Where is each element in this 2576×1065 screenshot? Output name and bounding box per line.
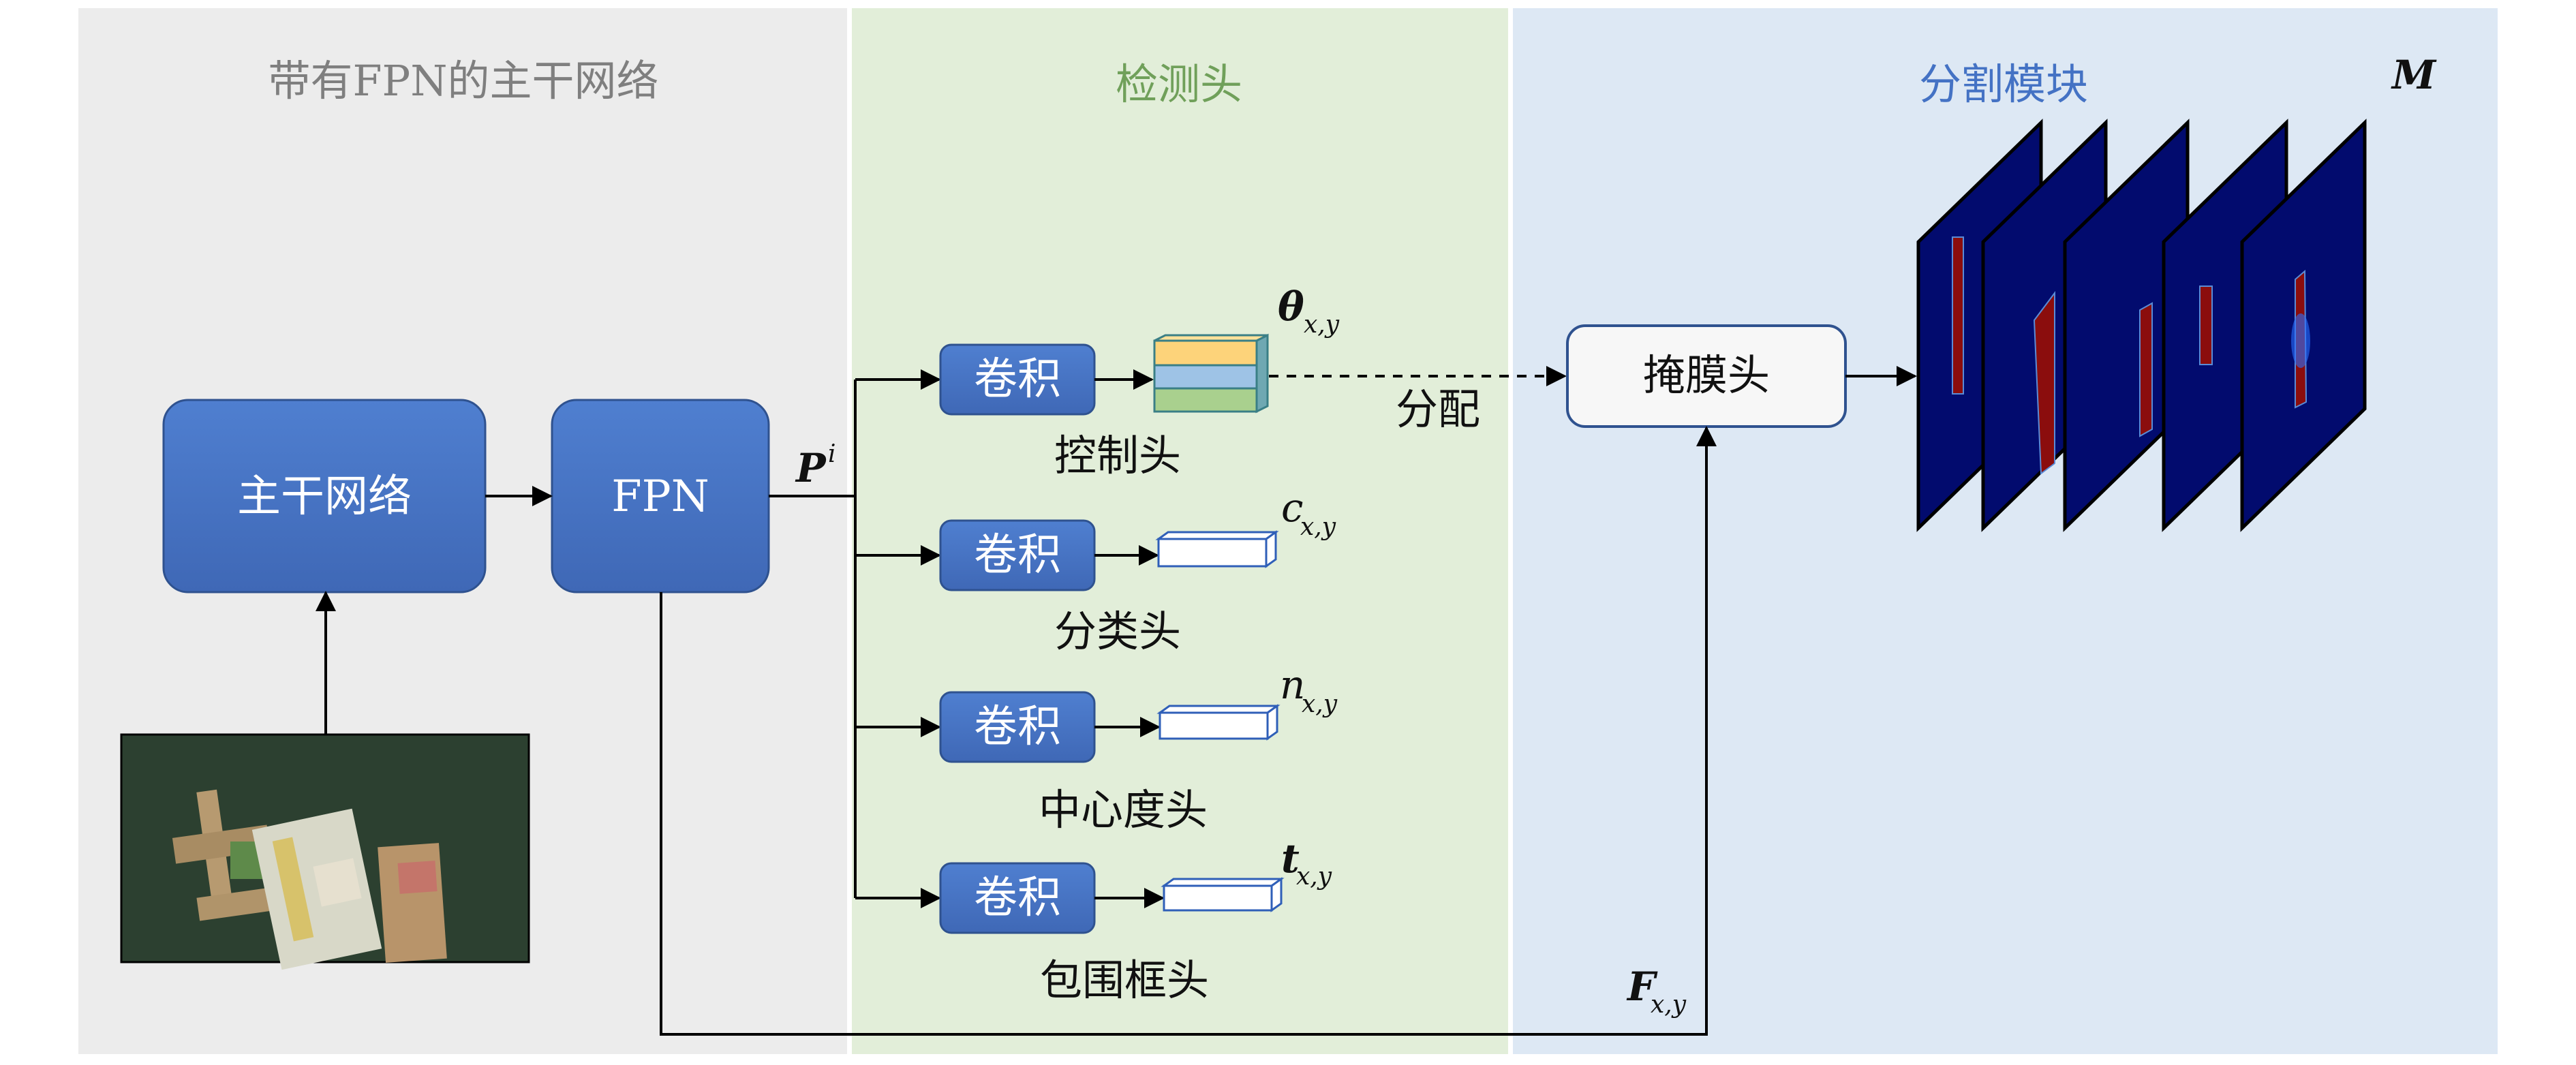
box-head-label: 包围框头: [1040, 955, 1209, 1005]
conv-block-4: 卷积: [939, 862, 1096, 934]
detection-panel-title: 检测头: [1116, 59, 1242, 109]
centerness-output-vector: [1156, 704, 1281, 741]
box-output-vector: [1161, 877, 1285, 912]
box-output-symbol: t: [1281, 835, 1300, 882]
fpn-block-label: FPN: [611, 472, 709, 522]
fpn-block: FPN: [551, 399, 770, 593]
input-image: [120, 733, 530, 970]
pyramid-feature-label: P i: [795, 440, 836, 491]
segmentation-panel-title: 分割模块: [1919, 59, 2088, 109]
backbone-panel-title: 带有FPN的主干网络: [269, 56, 659, 106]
control-output-symbol: θ: [1278, 283, 1304, 330]
backbone-block: 主干网络: [162, 399, 487, 593]
centerness-output-symbol: n: [1280, 662, 1305, 708]
feature-symbol: F: [1626, 963, 1658, 1010]
conv-block-1-label: 卷积: [974, 354, 1061, 405]
control-output-sub: x,y: [1304, 311, 1340, 339]
mask-stack: [1916, 119, 2367, 532]
conv-block-2-label: 卷积: [974, 530, 1061, 581]
feature-path-line: [660, 426, 1717, 1036]
mask-head-label: 掩膜头: [1643, 350, 1770, 400]
class-output-label: c x,y: [1281, 484, 1336, 541]
box-output-label: t x,y: [1281, 835, 1332, 891]
conv-block-1: 卷积: [939, 343, 1096, 416]
control-head-label: 控制头: [1054, 431, 1181, 480]
mask-head-block: 掩膜头: [1566, 324, 1847, 428]
conv-block-3: 卷积: [939, 691, 1096, 763]
control-output-tensor: [1153, 333, 1269, 414]
assign-label: 分配: [1396, 384, 1480, 434]
pyramid-symbol: P: [795, 445, 827, 491]
centerness-output-label: n x,y: [1280, 662, 1338, 718]
pyramid-sup: i: [828, 440, 836, 468]
class-output-sub: x,y: [1300, 513, 1336, 541]
conv-block-4-label: 卷积: [974, 873, 1061, 923]
control-output-label: θ x,y: [1278, 283, 1340, 339]
centerness-output-sub: x,y: [1302, 690, 1338, 718]
conv-block-3-label: 卷积: [974, 702, 1061, 752]
box-output-sub: x,y: [1296, 863, 1332, 891]
class-output-vector: [1155, 530, 1279, 568]
class-output-symbol: c: [1281, 484, 1303, 531]
feature-label: F x,y: [1626, 963, 1687, 1019]
centerness-head-label: 中心度头: [1039, 785, 1208, 835]
masks-symbol: M: [2391, 52, 2437, 98]
backbone-block-label: 主干网络: [237, 472, 412, 522]
mask-map-5: [2240, 119, 2367, 532]
conv-block-2: 卷积: [939, 519, 1096, 591]
feature-sub: x,y: [1651, 991, 1687, 1019]
class-head-label: 分类头: [1054, 606, 1181, 656]
